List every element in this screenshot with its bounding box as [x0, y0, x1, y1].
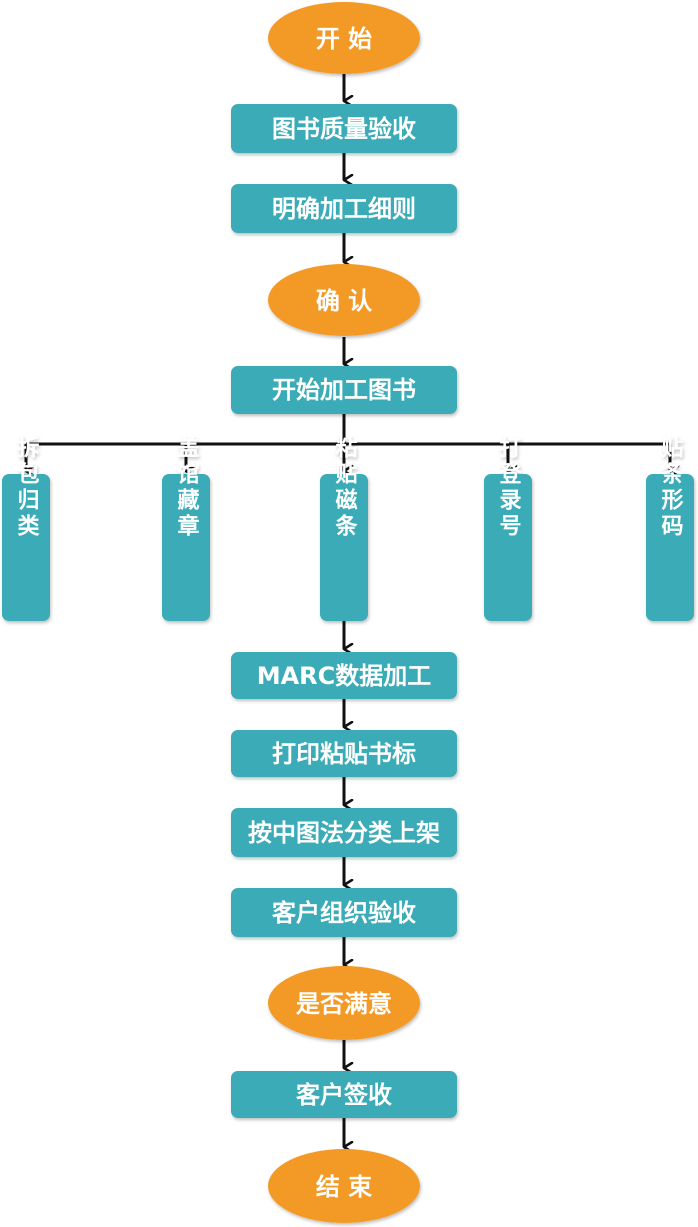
- node-register: 打登录号: [484, 436, 532, 621]
- node-customer-sign: 客户签收: [231, 1071, 457, 1118]
- customer-sign-box: [231, 1071, 457, 1118]
- node-quality-check: 图书质量验收: [231, 104, 457, 153]
- node-marc: MARC数据加工: [231, 652, 457, 699]
- quality-check-box: [231, 104, 457, 153]
- customer-check-box: [231, 888, 457, 937]
- print-label-label: 打印粘贴书标: [272, 740, 416, 768]
- magnetic-label: 粘贴磁条: [332, 436, 359, 540]
- node-end: 结 束: [268, 1149, 420, 1223]
- node-stamp: 盖馆藏章: [162, 435, 210, 621]
- customer-check-label: 客户组织验收: [272, 899, 416, 927]
- end-label: 结 束: [316, 1173, 373, 1201]
- shelve-label: 按中图法分类上架: [248, 819, 440, 847]
- satisfied-oval: [268, 966, 420, 1040]
- customer-sign-label: 客户签收: [296, 1081, 392, 1109]
- node-clarify-rules: 明确加工细则: [231, 184, 457, 233]
- quality-check-label: 图书质量验收: [272, 115, 416, 143]
- node-shelve: 按中图法分类上架: [231, 808, 457, 857]
- unpack-box: [2, 474, 50, 621]
- unpack-label: 拆包归类: [14, 436, 40, 540]
- stamp-box: [162, 474, 210, 621]
- clarify-rules-label: 明确加工细则: [272, 195, 416, 223]
- register-label: 打登录号: [496, 436, 523, 540]
- print-label-box: [231, 730, 457, 777]
- confirm-label: 确 认: [316, 287, 372, 315]
- clarify-rules-box: [231, 184, 457, 233]
- register-box: [484, 474, 532, 621]
- node-customer-check: 客户组织验收: [231, 888, 457, 937]
- start-label: 开 始: [316, 25, 372, 53]
- marc-label: MARC数据加工: [257, 662, 432, 690]
- stamp-label: 盖馆藏章: [174, 435, 200, 540]
- node-start-processing: 开始加工图书: [231, 366, 457, 414]
- start-oval: [268, 2, 420, 74]
- connectors: [24, 74, 670, 1147]
- magnetic-box: [320, 474, 368, 621]
- start-processing-box: [231, 366, 457, 414]
- barcode-box: [646, 474, 694, 621]
- node-print-label: 打印粘贴书标: [231, 730, 457, 777]
- satisfied-label: 是否满意: [296, 990, 392, 1018]
- node-barcode: 贴条形码: [646, 435, 694, 621]
- confirm-oval: [268, 264, 420, 336]
- end-oval: [268, 1149, 420, 1223]
- start-processing-label: 开始加工图书: [272, 376, 416, 404]
- node-start: 开 始: [268, 2, 420, 74]
- barcode-label: 贴条形码: [658, 435, 685, 540]
- node-magnetic: 粘贴磁条: [320, 436, 368, 621]
- node-satisfied: 是否满意: [268, 966, 420, 1040]
- node-unpack: 拆包归类: [2, 436, 50, 621]
- shelve-box: [231, 808, 457, 857]
- node-confirm: 确 认: [268, 264, 420, 336]
- marc-box: [231, 652, 457, 699]
